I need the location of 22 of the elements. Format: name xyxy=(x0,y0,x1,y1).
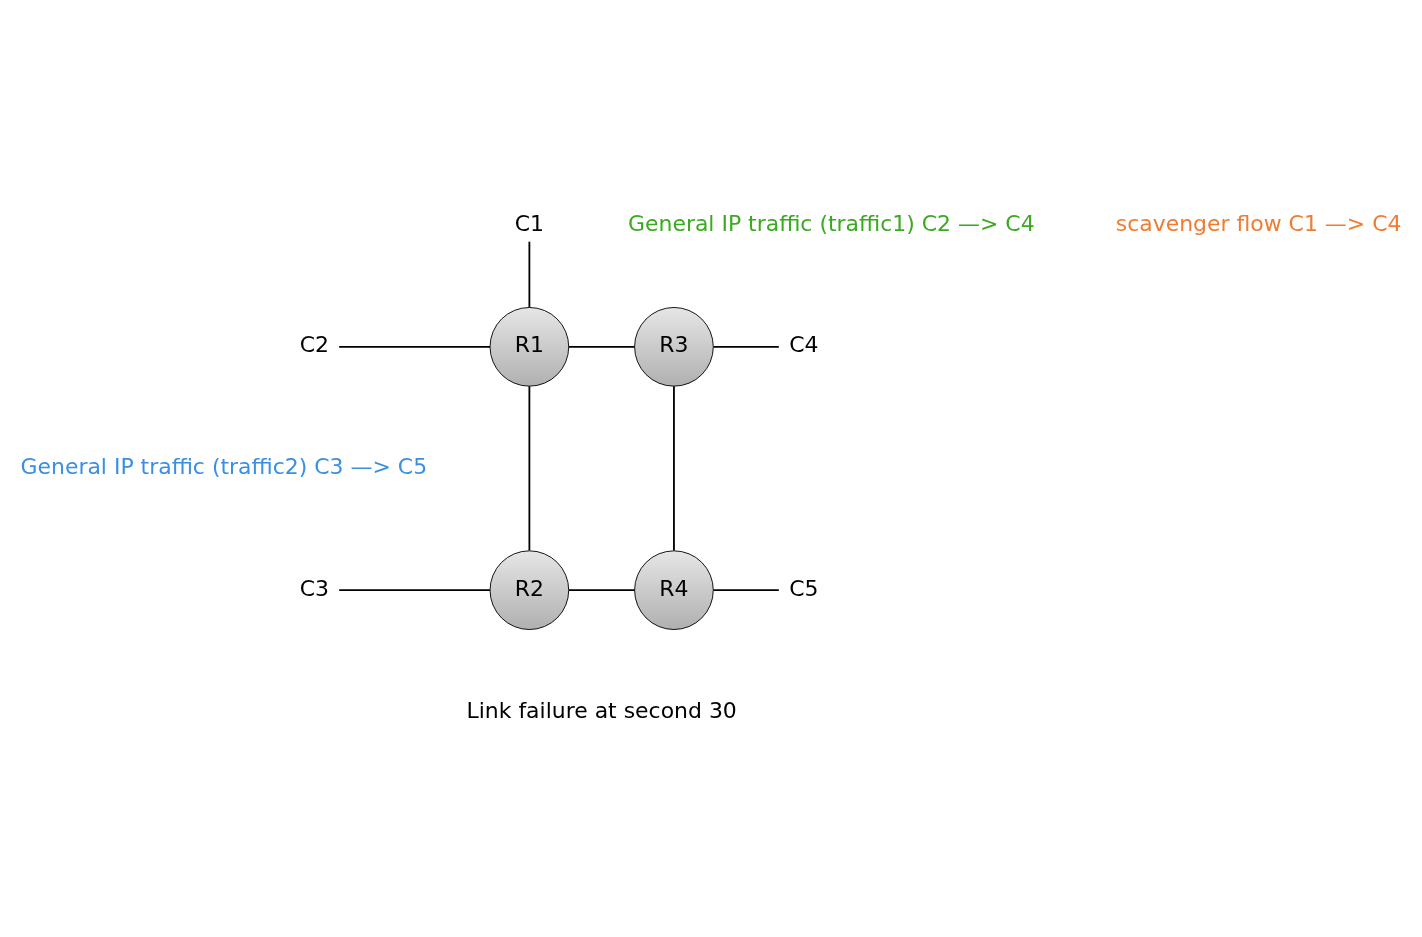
node-text: C2 xyxy=(299,332,330,358)
connector xyxy=(568,345,636,348)
node-text: C1 xyxy=(514,210,545,236)
connector xyxy=(338,589,491,592)
connector xyxy=(712,345,780,348)
connector xyxy=(673,385,675,552)
label: Link failure at second 30 xyxy=(466,697,737,723)
connector xyxy=(712,589,780,592)
label: General IP traffic (traffic1) C2 —> C4 xyxy=(628,210,1035,236)
node-text: C5 xyxy=(789,575,819,601)
node-circle: R3 xyxy=(634,307,714,387)
label: General IP traffic (traffic2) C3 —> C5 xyxy=(20,454,428,480)
node-text: C3 xyxy=(299,575,330,601)
connector xyxy=(568,589,636,592)
connector xyxy=(338,345,491,348)
node-circle: R2 xyxy=(489,550,570,630)
connector xyxy=(528,385,531,552)
node-circle: R4 xyxy=(634,550,714,630)
node-text: C4 xyxy=(789,332,819,358)
node-circle: R1 xyxy=(489,307,570,387)
label: scavenger flow C1 —> C4 xyxy=(1115,210,1402,236)
connector xyxy=(528,240,531,309)
